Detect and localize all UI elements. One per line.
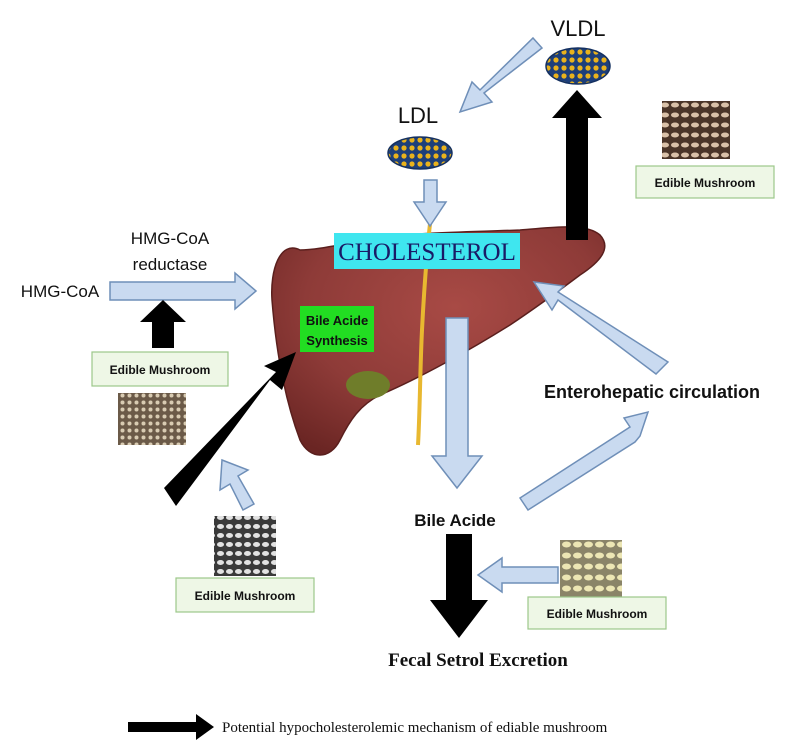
hmg-coa-label: HMG-CoA xyxy=(21,282,100,301)
black-arrow-excretion xyxy=(430,534,488,638)
cholesterol-label: CHOLESTEROL xyxy=(338,239,516,266)
legend-arrow xyxy=(128,714,214,740)
mushroom-box-1 xyxy=(635,165,775,199)
reductase-label-line2: reductase xyxy=(133,255,208,274)
ldl-label: LDL xyxy=(398,103,438,128)
arrow-vldl-to-ldl xyxy=(458,36,544,114)
gallbladder xyxy=(346,371,390,399)
mushroom-photo-1 xyxy=(662,101,730,159)
vldl-label: VLDL xyxy=(550,16,605,41)
arrow-to-bile-acid xyxy=(430,317,484,490)
arrow-hmg-coa xyxy=(109,271,258,311)
mushroom-box-3 xyxy=(175,577,315,613)
reductase-label-line1: HMG-CoA xyxy=(131,229,210,248)
arrow-mushroom-to-excretion xyxy=(476,556,559,594)
ldl-particle xyxy=(387,136,453,170)
bile-synthesis-label-line1: Bile Acide xyxy=(306,313,368,328)
bile-synthesis-label-line2: Synthesis xyxy=(306,333,367,348)
arrow-ldl-to-cholesterol xyxy=(412,179,448,228)
mushroom-box-2 xyxy=(91,351,229,387)
enterohepatic-label: Enterohepatic circulation xyxy=(544,382,760,402)
mushroom-box-3-label: Edible Mushroom xyxy=(195,589,296,603)
fecal-excretion-label: Fecal Setrol Excretion xyxy=(388,650,568,671)
mushroom-box-4-label: Edible Mushroom xyxy=(547,607,648,621)
vldl-particle xyxy=(545,47,611,85)
arrow-mushroom-to-liver xyxy=(219,458,256,512)
mushroom-photo-3 xyxy=(214,516,276,576)
black-arrow-bile-synthesis xyxy=(164,352,296,506)
arrow-to-enterohepatic xyxy=(518,410,650,512)
mushroom-box-4 xyxy=(527,596,667,630)
legend-label: Potential hypocholesterolemic mechanism … xyxy=(222,720,608,736)
arrow-enterohepatic-to-liver xyxy=(532,281,670,375)
black-arrow-vldl xyxy=(552,90,602,240)
mushroom-photo-2 xyxy=(118,393,186,445)
mushroom-box-2-label: Edible Mushroom xyxy=(110,363,211,377)
bile-synthesis-box xyxy=(300,306,374,352)
black-arrow-reductase xyxy=(140,300,186,348)
mushroom-photo-4 xyxy=(560,540,622,598)
cholesterol-box xyxy=(334,233,520,269)
bile-acid-label: Bile Acide xyxy=(414,511,496,530)
mushroom-box-1-label: Edible Mushroom xyxy=(655,176,756,190)
